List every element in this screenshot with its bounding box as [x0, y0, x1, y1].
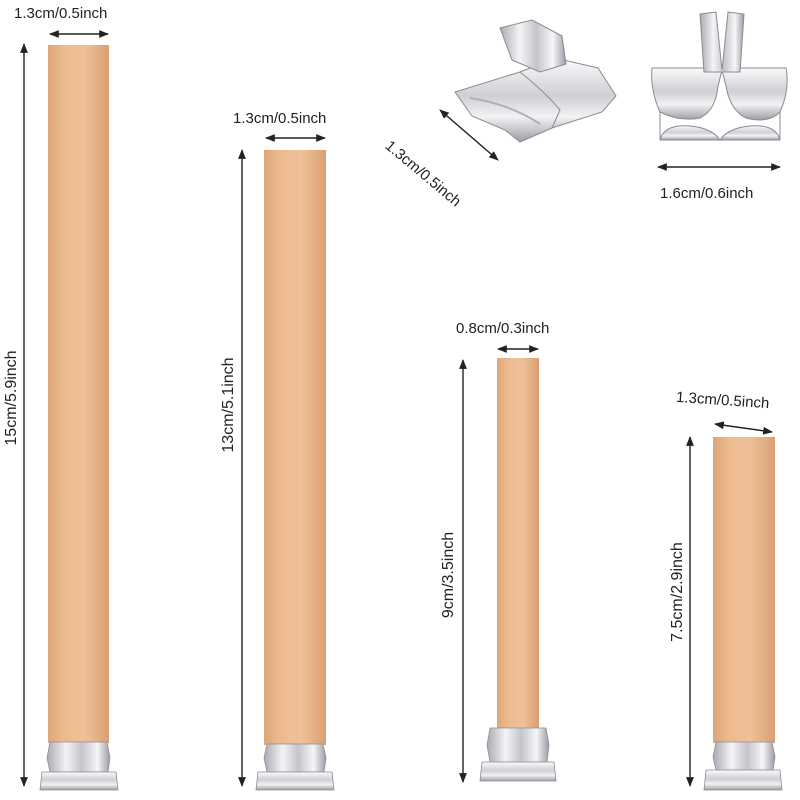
metal-clip-image	[39, 741, 119, 791]
metal-clip-image	[454, 19, 617, 143]
wick-7-5cm-height-label: 7.5cm/2.9inch	[669, 542, 686, 642]
dimension-arrow-icon	[439, 109, 499, 161]
wick-13cm-height-label: 13cm/5.1inch	[220, 357, 237, 453]
metal-clip-image	[651, 11, 788, 141]
wood-wick-image	[713, 437, 775, 743]
wood-wick-image	[264, 150, 326, 745]
wick-9cm	[459, 345, 557, 783]
wood-wick-image	[497, 358, 539, 730]
clip-large-size-label: 1.6cm/0.6inch	[660, 185, 754, 202]
metal-clip-image	[255, 743, 335, 791]
wick-9cm-width-label: 0.8cm/0.3inch	[456, 320, 550, 337]
wood-wick-image	[48, 45, 109, 743]
metal-clip-image	[703, 741, 783, 791]
clip-large	[651, 11, 788, 171]
wick-15cm-height-label: 15cm/5.9inch	[3, 350, 20, 446]
wick-13cm	[238, 134, 335, 791]
wick-15cm-width-label: 1.3cm/0.5inch	[14, 5, 108, 22]
wick-9cm-height-label: 9cm/3.5inch	[440, 531, 457, 619]
dimension-arrow-icon	[714, 421, 773, 435]
wick-15cm	[20, 30, 119, 791]
clip-small	[439, 19, 617, 161]
metal-clip-image	[479, 727, 557, 782]
wick-7-5cm	[686, 421, 783, 791]
wick-13cm-width-label: 1.3cm/0.5inch	[233, 110, 327, 127]
